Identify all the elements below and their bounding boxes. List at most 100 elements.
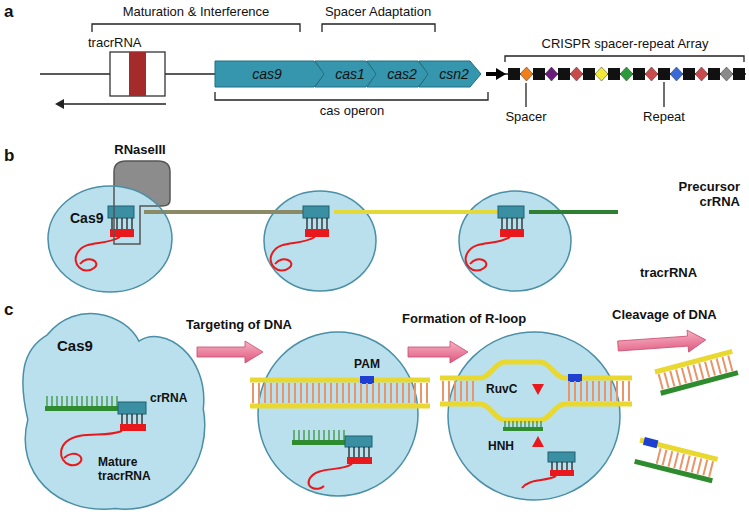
repeat-square xyxy=(533,68,545,80)
base-pair xyxy=(657,448,661,464)
node-label: cas1 xyxy=(335,66,365,82)
panel-a xyxy=(40,24,746,109)
repeat-square xyxy=(583,68,595,80)
protein-blob: Cas9 xyxy=(18,303,213,515)
cas9-blob xyxy=(459,191,571,291)
base-pair xyxy=(300,383,302,403)
base-pair xyxy=(336,383,338,403)
base-pair xyxy=(561,462,562,470)
bracket xyxy=(215,92,488,100)
base-pair xyxy=(293,430,294,440)
base-pair xyxy=(520,421,521,427)
label: RuvC xyxy=(486,383,517,397)
base-pair xyxy=(324,383,326,403)
base-pair xyxy=(722,357,726,372)
shape-outline xyxy=(23,314,205,510)
base-pair xyxy=(508,421,509,427)
tracrrna-loop xyxy=(309,464,352,489)
base-pair xyxy=(316,218,317,229)
hnh-site xyxy=(532,436,544,447)
node-outline xyxy=(104,143,176,245)
repeat-block xyxy=(498,206,524,218)
base-pair xyxy=(276,383,278,403)
base-pair xyxy=(556,462,557,470)
base-pair xyxy=(311,218,312,229)
base-pair xyxy=(414,383,416,403)
base-pair xyxy=(693,365,697,380)
base-pair xyxy=(566,462,567,470)
base-pair xyxy=(717,359,721,374)
base-pair xyxy=(252,383,254,403)
crrna-strand xyxy=(503,427,543,431)
base-pair xyxy=(663,450,667,466)
pink-arrow xyxy=(408,341,468,363)
repeat-square xyxy=(633,68,645,80)
label: CRISPR spacer-repeat Array xyxy=(542,37,709,52)
panel-letter: c xyxy=(4,300,13,320)
base-pair xyxy=(46,396,47,406)
base-pair xyxy=(353,447,354,457)
shape-outline xyxy=(48,186,172,292)
spacer-diamond xyxy=(670,67,683,81)
spacer-diamond xyxy=(595,67,608,81)
base-pair xyxy=(298,430,299,440)
base-pair xyxy=(348,383,350,403)
base-pair xyxy=(698,458,702,474)
base-pair xyxy=(111,218,112,229)
base-pair xyxy=(326,218,327,229)
base-pair xyxy=(342,383,344,403)
base-pair xyxy=(668,451,672,467)
base-pair xyxy=(360,383,362,403)
label: PAM xyxy=(354,358,380,372)
base-pair xyxy=(528,421,529,427)
base-pair xyxy=(390,383,392,403)
base-pair xyxy=(318,383,320,403)
dna-strand xyxy=(440,404,632,420)
pink-arrow xyxy=(617,329,706,357)
base-pair xyxy=(126,218,127,229)
tracrrna-bar xyxy=(347,457,372,464)
panel-letter: a xyxy=(4,2,13,22)
crrna-segment xyxy=(144,210,308,214)
base-pair xyxy=(674,453,678,469)
bracket xyxy=(505,56,744,62)
base-pair xyxy=(312,383,314,403)
tracrrna-loop xyxy=(466,237,510,271)
base-pair xyxy=(670,371,674,386)
base-pair xyxy=(116,218,117,229)
base-pair xyxy=(536,421,537,427)
base-pair xyxy=(106,396,107,406)
spacer-repeat-array xyxy=(508,67,745,81)
label: HNH xyxy=(488,440,514,454)
base-pair xyxy=(378,383,380,403)
base-pair xyxy=(270,383,272,403)
base-pair xyxy=(264,383,266,403)
repeat-block xyxy=(108,206,134,218)
crrna-segment xyxy=(529,210,618,214)
base-pair xyxy=(598,381,600,401)
process-arrow xyxy=(408,341,468,363)
base-pair xyxy=(551,462,552,470)
base-pair xyxy=(664,373,668,388)
label: crRNA xyxy=(150,392,187,406)
gene-shape xyxy=(215,61,325,87)
shape-fill xyxy=(23,314,205,510)
base-pair xyxy=(466,381,468,401)
panel-c xyxy=(45,329,738,489)
gene-arrow: csn2 xyxy=(419,61,481,87)
base-pair xyxy=(420,383,422,403)
base-pair xyxy=(313,430,314,440)
base-pair xyxy=(622,381,624,401)
spacer-diamond xyxy=(545,67,558,81)
base-pair xyxy=(532,421,533,427)
base-pair xyxy=(699,363,703,378)
base-pair xyxy=(711,360,715,375)
base-pair xyxy=(372,383,374,403)
label: Spacer xyxy=(505,110,546,125)
node-label: Cas9 xyxy=(57,337,93,354)
base-pair xyxy=(86,396,87,406)
node-label: RNaseIII xyxy=(114,143,165,158)
cas9-blob xyxy=(258,332,418,496)
enzyme-shape: RNaseIII xyxy=(104,143,176,245)
base-pair xyxy=(682,368,686,383)
